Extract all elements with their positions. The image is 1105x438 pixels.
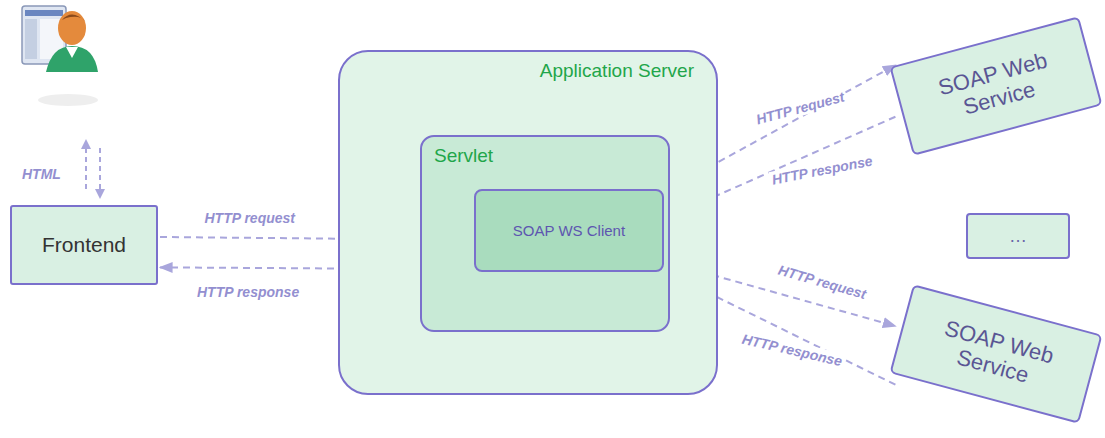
- servlet-box: ServletSOAP WS Client: [420, 135, 670, 332]
- node-label: SOAP Web Service: [908, 40, 1083, 132]
- user-icon: [22, 6, 98, 106]
- frontend-box: Frontend: [10, 205, 158, 285]
- edge-label: HTTP request: [203, 210, 298, 226]
- more-services-box: …: [966, 213, 1070, 259]
- node-label: SOAP Web Service: [908, 308, 1083, 400]
- edge-label: HTTP response: [195, 284, 301, 300]
- edge-label: HTTP request: [774, 261, 869, 302]
- web-service-box: SOAP Web Service: [889, 284, 1102, 424]
- html-double-arrow: [81, 139, 105, 199]
- node-label: …: [1009, 226, 1027, 247]
- html-label: HTML: [22, 166, 61, 182]
- edge-label: HTTP response: [768, 152, 875, 188]
- web-service-box: SOAP Web Service: [889, 16, 1102, 156]
- edge-label: HTTP response: [739, 330, 846, 369]
- edge-label: HTTP request: [752, 88, 847, 128]
- node-label: SOAP WS Client: [513, 222, 625, 239]
- ws-client-box: SOAP WS Client: [474, 189, 664, 272]
- container-title: Application Server: [540, 60, 694, 82]
- app-server-box: Application ServerServletSOAP WS Client: [338, 50, 718, 395]
- container-title: Servlet: [434, 145, 493, 167]
- node-label: Frontend: [42, 233, 126, 257]
